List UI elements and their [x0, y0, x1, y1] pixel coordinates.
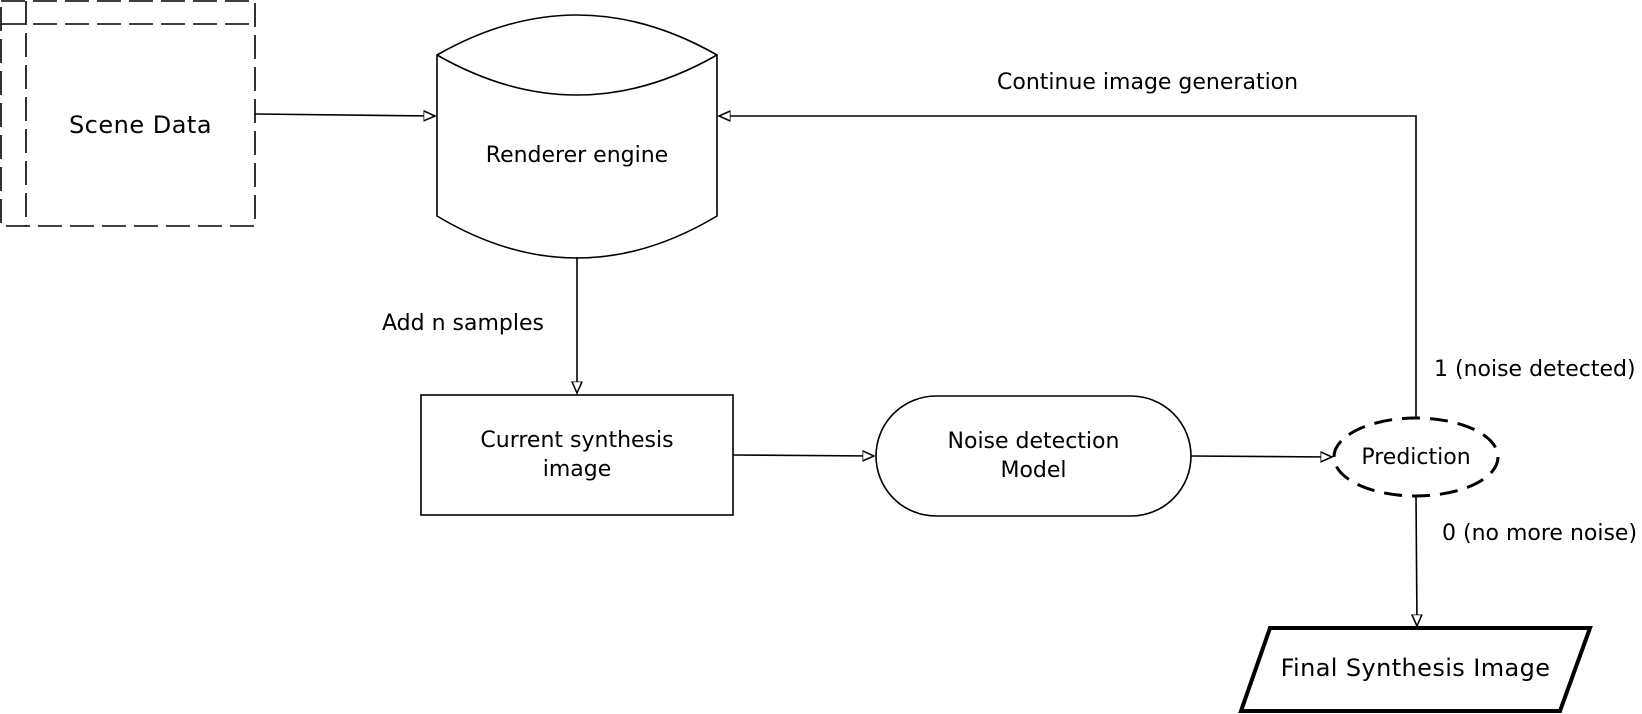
- add-samples-label: Add n samples: [382, 311, 544, 336]
- continue-generation-label: Continue image generation: [997, 70, 1299, 95]
- edge-current-to-noise: [732, 455, 874, 456]
- edge-noise-to-prediction: [1190, 456, 1332, 457]
- current-synthesis-label-line2: image: [542, 457, 612, 482]
- edge-scene-to-renderer: [254, 114, 435, 116]
- noise-detection-label: Noise detection Model: [876, 396, 1191, 516]
- current-synthesis-node: [420, 394, 734, 516]
- noise-detected-label: 1 (noise detected): [1434, 357, 1636, 382]
- prediction-label: Prediction: [1361, 444, 1471, 470]
- renderer-engine-label: Renderer engine: [485, 142, 669, 168]
- current-synthesis-label: Current synthesis image: [421, 395, 733, 515]
- noise-detection-label-line1: Noise detection: [947, 429, 1120, 454]
- no-more-noise-label: 0 (no more noise): [1442, 521, 1638, 546]
- renderer-engine-top-curve: [436, 54, 718, 96]
- edge-prediction-to-renderer: [719, 116, 1417, 418]
- renderer-engine-node: [436, 14, 718, 259]
- scene-data-label: Scene Data: [68, 111, 213, 139]
- final-image-label: Final Synthesis Image: [1280, 654, 1551, 682]
- scene-data-node: [0, 0, 256, 227]
- current-synthesis-label-line1: Current synthesis: [480, 428, 674, 453]
- edge-prediction-to-final: [1416, 495, 1417, 626]
- final-image-node: [1238, 626, 1593, 713]
- noise-detection-label-line2: Model: [1000, 458, 1067, 483]
